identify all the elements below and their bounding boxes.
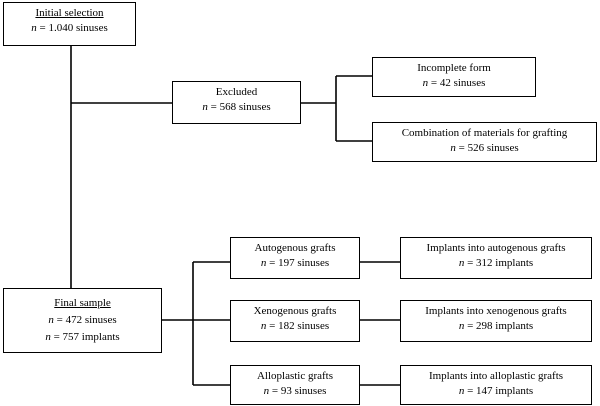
alloplastic-implants-box: Implants into alloplastic grafts n = 147… [400,365,592,405]
incomplete-form-count: n = 42 sinuses [422,77,486,89]
initial-selection-box: Initial selection n = 1.040 sinuses [3,2,136,46]
xenogenous-grafts-count: n = 182 sinuses [260,320,330,332]
combination-materials-count: n = 526 sinuses [450,142,519,154]
initial-selection-count: n = 1.040 sinuses [31,22,108,34]
final-sample-box: Final sample n = 472 sinuses n = 757 imp… [3,288,162,353]
autogenous-implants-title: Implants into autogenous grafts [426,242,566,254]
xenogenous-implants-box: Implants into xenogenous grafts n = 298 … [400,300,592,342]
excluded-title: Excluded [215,86,258,98]
incomplete-form-box: Incomplete form n = 42 sinuses [372,57,536,97]
xenogenous-grafts-title: Xenogenous grafts [253,305,337,317]
autogenous-grafts-title: Autogenous grafts [254,242,336,254]
xenogenous-grafts-box: Xenogenous grafts n = 182 sinuses [230,300,360,342]
autogenous-implants-count: n = 312 implants [458,257,534,269]
alloplastic-implants-count: n = 147 implants [458,385,534,397]
combination-materials-box: Combination of materials for grafting n … [372,122,597,162]
autogenous-implants-box: Implants into autogenous grafts n = 312 … [400,237,592,279]
final-sample-implants: n = 757 implants [45,331,120,343]
autogenous-grafts-box: Autogenous grafts n = 197 sinuses [230,237,360,279]
alloplastic-grafts-count: n = 93 sinuses [263,385,327,397]
xenogenous-implants-count: n = 298 implants [458,320,534,332]
final-sample-sinuses: n = 472 sinuses [48,314,117,326]
alloplastic-grafts-title: Alloplastic grafts [256,370,334,382]
excluded-count: n = 568 sinuses [202,101,271,113]
excluded-box: Excluded n = 568 sinuses [172,81,301,124]
xenogenous-implants-title: Implants into xenogenous grafts [425,305,567,317]
alloplastic-grafts-box: Alloplastic grafts n = 93 sinuses [230,365,360,405]
combination-materials-title: Combination of materials for grafting [401,127,568,139]
incomplete-form-title: Incomplete form [417,62,491,74]
final-sample-title: Final sample [54,297,111,309]
autogenous-grafts-count: n = 197 sinuses [260,257,330,269]
initial-selection-title: Initial selection [35,7,104,19]
alloplastic-implants-title: Implants into alloplastic grafts [428,370,564,382]
